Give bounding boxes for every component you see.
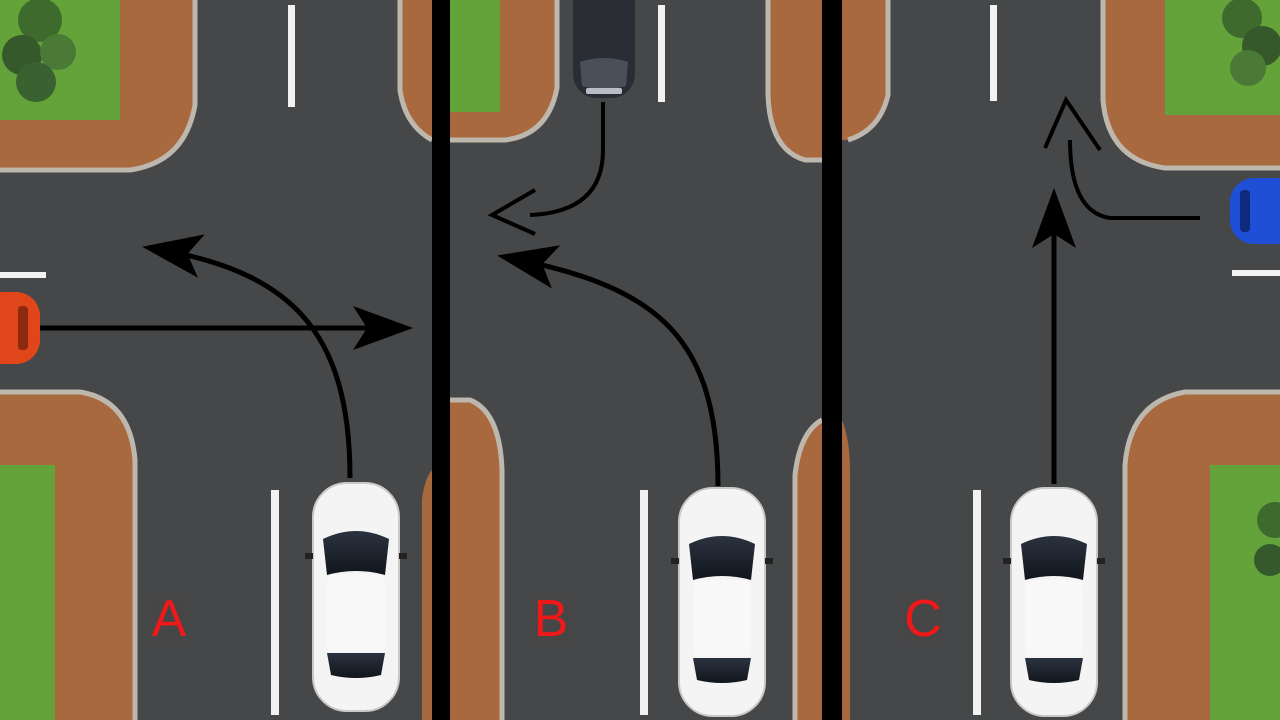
blue-car <box>1230 178 1280 244</box>
panel-divider <box>432 0 450 720</box>
bush <box>1222 0 1280 86</box>
panel-c <box>842 0 1280 720</box>
bush <box>2 0 76 102</box>
panel-label-a: A <box>149 593 189 645</box>
orange-car <box>0 292 40 364</box>
side-road-turn-arrow <box>1068 139 1200 220</box>
panel-b <box>450 0 822 720</box>
panel-label-c: C <box>903 590 943 648</box>
oncoming-turn-arrow <box>529 102 605 217</box>
bush <box>1254 502 1280 576</box>
white-car-b <box>671 487 773 717</box>
panel-a <box>0 0 432 720</box>
white-car-a <box>305 482 407 712</box>
oncoming-arrowhead <box>487 188 537 236</box>
black-car <box>573 0 635 98</box>
panel-label-b: B <box>531 593 571 645</box>
panel-divider <box>822 0 842 720</box>
turn-right-arrow-b <box>497 245 721 487</box>
turn-right-arrow <box>142 234 353 479</box>
white-car-c <box>1003 487 1105 717</box>
side-road-arrowhead <box>1043 95 1102 152</box>
